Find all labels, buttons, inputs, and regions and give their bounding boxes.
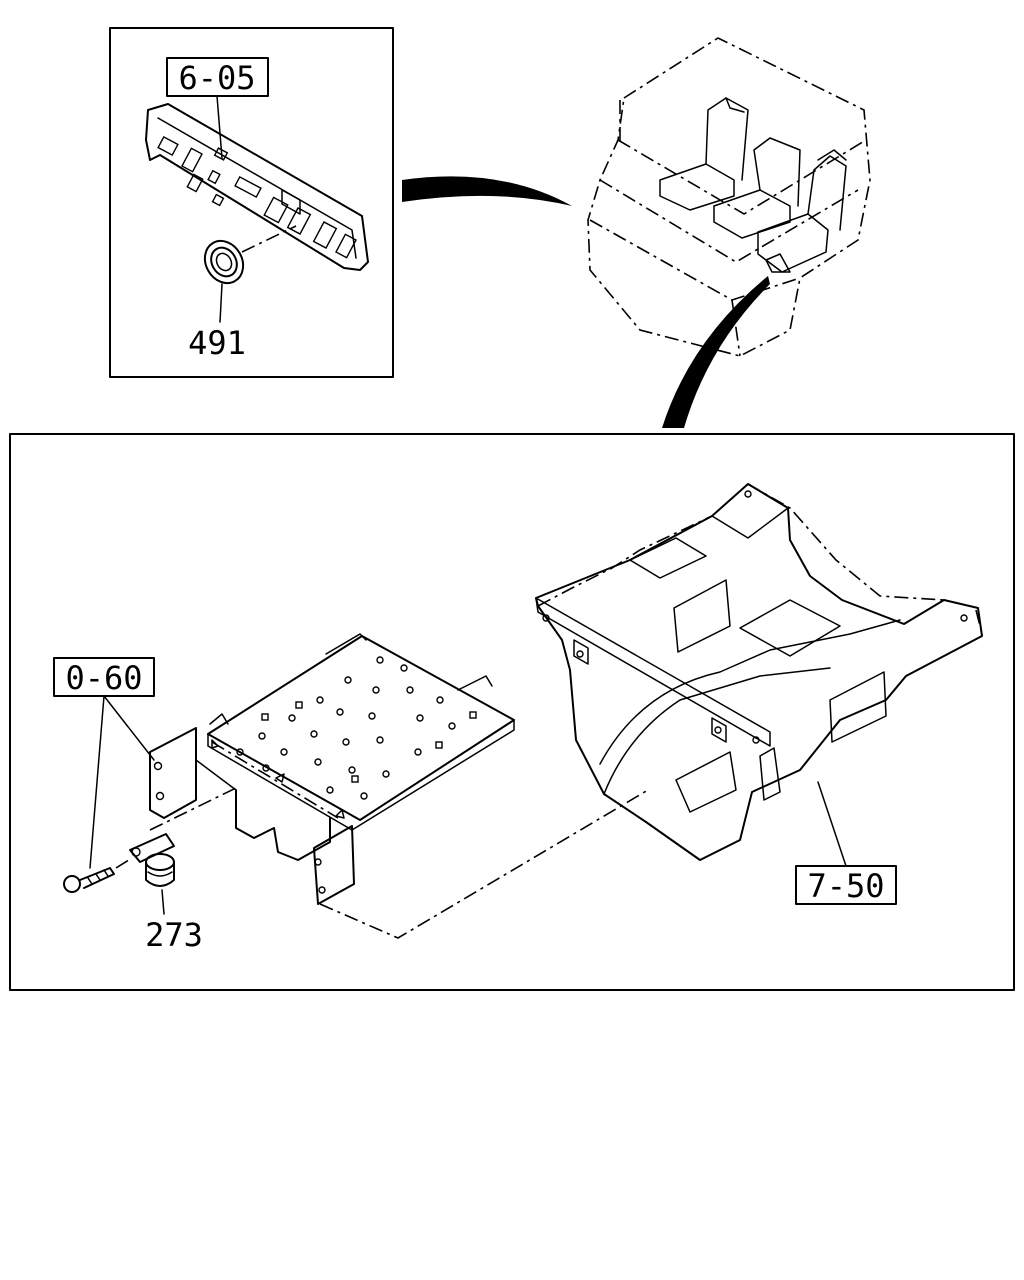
plate-holes [211, 656, 477, 819]
assembly-line-screw [115, 857, 133, 869]
assembly-line-491 [241, 225, 297, 253]
leader-0-60-bracket [103, 695, 155, 761]
clip-273[interactable] [129, 833, 175, 887]
inset-panel: 6-05 491 [109, 27, 394, 378]
ref-label-7-50: 7-50 [807, 867, 884, 905]
leader-7-50 [817, 781, 847, 867]
screw[interactable] [63, 867, 115, 893]
assembly-line-clip [149, 787, 237, 831]
truck-cab [587, 37, 871, 357]
inset-frame [109, 27, 394, 378]
ref-box-7-50[interactable]: 7-50 [795, 865, 897, 905]
main-frame [9, 433, 1015, 991]
leader-491 [219, 283, 223, 323]
callout-arrow-cab [662, 276, 770, 428]
leader-6-05 [216, 95, 223, 159]
floor-panel [535, 483, 983, 861]
assembly-line-plate [211, 741, 339, 819]
ref-label-6-05: 6-05 [178, 59, 255, 97]
leader-273 [161, 889, 165, 915]
part-number-491: 491 [188, 324, 246, 362]
cab-seats [659, 97, 847, 273]
part-number-273: 273 [145, 916, 203, 954]
assembly-line-floor [319, 789, 649, 939]
ref-label-0-60: 0-60 [65, 659, 142, 697]
callout-arrow-inset [402, 176, 572, 206]
ref-box-0-60[interactable]: 0-60 [53, 657, 155, 697]
mounting-plate [149, 633, 515, 905]
bracket-panel [145, 103, 369, 271]
leader-0-60-screw [89, 695, 105, 869]
grommet-491[interactable] [197, 234, 250, 290]
ref-box-6-05[interactable]: 6-05 [166, 57, 269, 97]
